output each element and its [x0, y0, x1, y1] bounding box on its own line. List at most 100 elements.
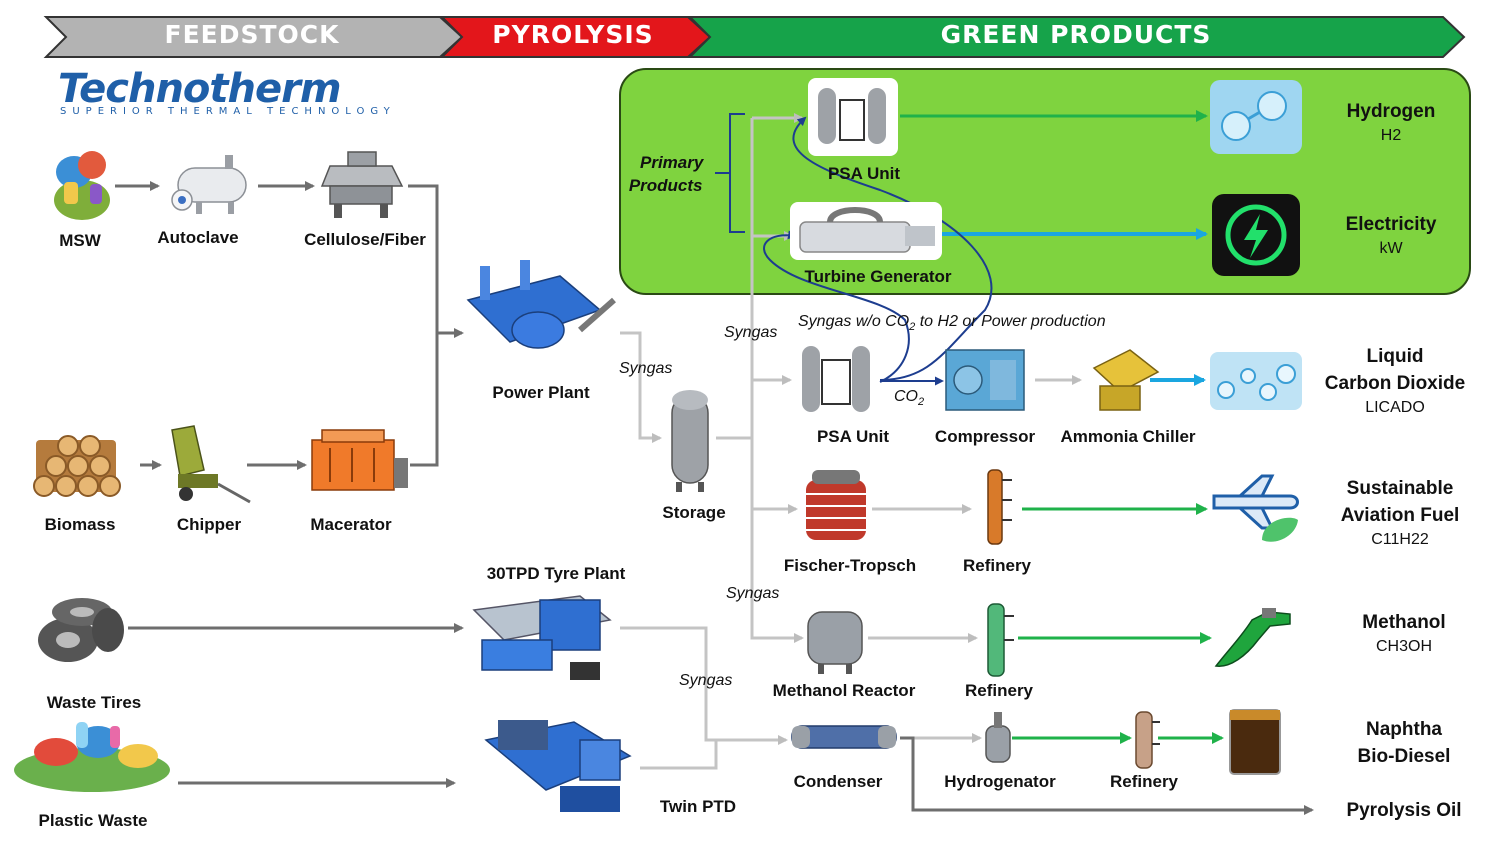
oil-beaker-icon	[1229, 709, 1281, 775]
company-tagline: SUPERIOR THERMAL TECHNOLOGY	[60, 106, 396, 117]
waste-tires-label: Waste Tires	[46, 693, 142, 712]
liquid-co2-formula: LICADO	[1365, 399, 1425, 416]
methanol-reactor-label: Methanol Reactor	[772, 681, 916, 700]
electricity-product: Electricity kW	[1346, 211, 1437, 260]
hydrogen-formula: H2	[1380, 127, 1402, 144]
methanol-product: Methanol CH3OH	[1362, 609, 1445, 658]
co2-subscript: 2	[918, 396, 925, 409]
twin-ptd-icon	[484, 720, 632, 812]
turbine-generator-label: Turbine Generator	[804, 267, 952, 286]
storage-label: Storage	[662, 503, 726, 522]
blue-arrows	[914, 228, 1208, 386]
psa-unit-top-icon	[808, 78, 898, 156]
feedstock-stage-label: FEEDSTOCK	[164, 20, 340, 49]
hydrogen-product: Hydrogen H2	[1347, 98, 1436, 147]
fuel-nozzle-icon	[1214, 608, 1291, 667]
tires-icon	[38, 598, 124, 662]
plastic-waste-icon	[14, 722, 170, 792]
macerator-label: Macerator	[310, 515, 392, 534]
syngas-note-tail: to H2 or Power production	[915, 313, 1106, 330]
twin-ptd-label: Twin PTD	[659, 797, 737, 816]
msw-label: MSW	[59, 231, 101, 250]
liquid-co2-name-line-1: Liquid	[1366, 346, 1424, 367]
methanol-formula: CH3OH	[1375, 638, 1433, 655]
airplane-leaf-icon	[1212, 474, 1299, 542]
biomass-label: Biomass	[44, 515, 116, 534]
autoclave-label: Autoclave	[157, 228, 239, 247]
saf-formula: C11H22	[1371, 531, 1429, 548]
logs-icon	[33, 435, 121, 497]
syngas-label-upper: Syngas	[724, 324, 778, 341]
pyrolysis-oil-name: Pyrolysis Oil	[1346, 800, 1462, 821]
green-products-stage-label: GREEN PRODUCTS	[940, 20, 1212, 49]
turbine-generator-icon	[790, 202, 942, 260]
chipper-icon	[171, 425, 251, 504]
liquid-co2-bubbles-icon	[1210, 352, 1302, 410]
hydrogen-name: Hydrogen	[1346, 101, 1436, 122]
co2-label: CO2	[894, 388, 924, 408]
hydrogenator-label: Hydrogenator	[944, 772, 1056, 791]
chipper-label: Chipper	[176, 515, 242, 534]
shredder-icon	[320, 151, 404, 218]
refinery-methanol-icon	[987, 603, 1014, 677]
methanol-name: Methanol	[1362, 612, 1446, 633]
liquid-co2-product: Liquid Carbon Dioxide LICADO	[1325, 343, 1465, 419]
saf-product: Sustainable Aviation Fuel C11H22	[1341, 475, 1460, 551]
liquid-co2-name-line-2: Carbon Dioxide	[1324, 373, 1466, 394]
syngas-label-lower: Syngas	[726, 585, 780, 602]
compressor-label: Compressor	[934, 427, 1036, 446]
msw-icon	[54, 151, 110, 220]
pyrolysis-oil-arrow	[900, 736, 1314, 815]
syngas-co2-note: Syngas w/o CO2 to H2 or Power production	[798, 313, 1106, 333]
plastic-waste-label: Plastic Waste	[38, 811, 148, 830]
naphtha-name-line-2: Bio-Diesel	[1357, 746, 1451, 767]
primary-products-line-2: Products	[628, 176, 703, 195]
pyrolysis-oil-product: Pyrolysis Oil	[1346, 797, 1461, 824]
autoclave-icon	[171, 155, 247, 214]
psa-unit-top-label: PSA Unit	[827, 164, 901, 183]
hydrogenator-icon	[985, 712, 1011, 763]
primary-products-line-1: Primary	[640, 153, 704, 172]
tyre-plant-icon	[472, 595, 612, 680]
syngas-label-tyre: Syngas	[679, 672, 733, 689]
hydrogen-molecule-icon	[1210, 80, 1302, 154]
green-arrows	[900, 110, 1224, 744]
feedstock-arrows	[115, 181, 464, 788]
primary-products-label: Primary Products	[628, 151, 704, 197]
syngas-note-text: Syngas w/o CO	[798, 313, 910, 330]
compressor-icon	[945, 349, 1025, 411]
naphtha-product: Naphtha Bio-Diesel	[1358, 716, 1451, 770]
electricity-name: Electricity	[1345, 214, 1437, 235]
co2-curves	[763, 116, 993, 386]
pyrolysis-stage-label: PYROLYSIS	[492, 20, 654, 49]
electricity-icon	[1212, 194, 1300, 276]
syngas-label-storage: Syngas	[619, 360, 673, 377]
storage-tank-icon	[671, 390, 709, 492]
psa-unit-icon	[802, 346, 870, 412]
fischer-tropsch-label: Fischer-Tropsch	[783, 556, 917, 575]
primary-products-panel	[619, 68, 1471, 295]
macerator-icon	[311, 429, 408, 491]
stage-banners	[43, 16, 1466, 58]
syngas-arrows	[620, 113, 1082, 770]
power-plant-icon	[466, 260, 616, 349]
cellulose-fiber-label: Cellulose/Fiber	[304, 230, 426, 249]
refinery-saf-icon	[987, 469, 1012, 545]
tyre-plant-label: 30TPD Tyre Plant	[486, 564, 626, 583]
feedstock-banner	[43, 16, 464, 58]
power-plant-label: Power Plant	[492, 383, 590, 402]
methanol-reactor-icon	[807, 611, 863, 674]
naphtha-name-line-1: Naphtha	[1365, 719, 1442, 740]
saf-name-line-2: Aviation Fuel	[1340, 505, 1460, 526]
ammonia-chiller-icon	[1092, 349, 1160, 411]
psa-unit-label: PSA Unit	[816, 427, 890, 446]
primary-products-bracket	[715, 113, 745, 233]
syngas-note-subscript: 2	[909, 321, 916, 334]
co2-text: CO	[894, 388, 918, 405]
ammonia-chiller-label: Ammonia Chiller	[1060, 427, 1196, 446]
refinery-naphtha-label: Refinery	[1109, 772, 1179, 791]
fischer-tropsch-icon	[806, 470, 866, 540]
refinery-saf-label: Refinery	[962, 556, 1032, 575]
green-products-banner	[687, 16, 1466, 58]
